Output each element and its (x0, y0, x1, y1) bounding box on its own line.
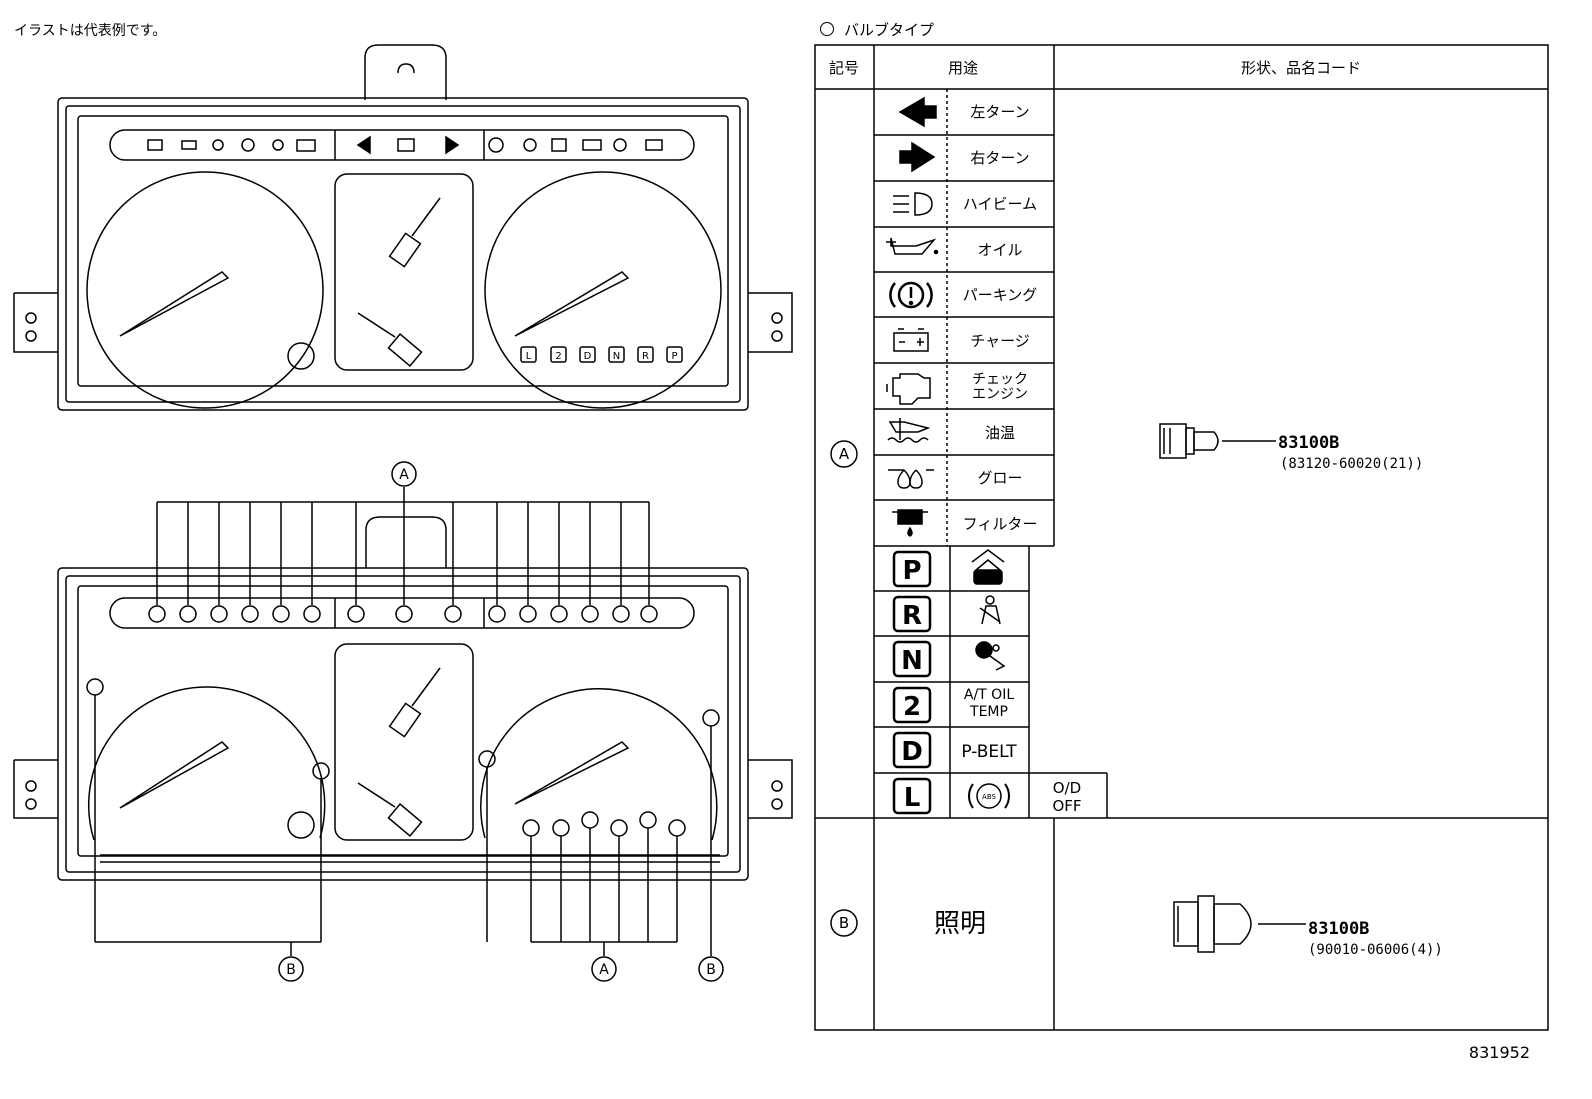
illustration-note: イラストは代表例です。 (14, 23, 167, 39)
callout-b-right: B (706, 962, 716, 978)
right-turn-icon (899, 141, 936, 173)
usage-illumination: 照明 (934, 909, 986, 939)
gear-letter-top: P (671, 351, 677, 362)
abs-icon (968, 783, 1010, 809)
gear-r: R (902, 601, 922, 631)
bulb-type-table: 記号 用途 形状、品名コード A B 左ターン 右ターン ハイビーム オイル パ… (814, 44, 1549, 1031)
parking-brake-icon (889, 281, 933, 309)
p-belt-label: P-BELT (961, 742, 1017, 762)
usage-right-turn: 右ターン (970, 149, 1029, 167)
gear-l: L (904, 783, 921, 813)
gear-letter-top: 2 (555, 351, 561, 362)
bulb-type-label: バルブタイプ (844, 21, 935, 39)
at-oil-temp-line2: TEMP (969, 704, 1008, 720)
bulb-a-icon (1159, 423, 1276, 459)
glow-icon (888, 469, 934, 489)
bulb-type-title: バルブタイプ (820, 19, 934, 40)
fuel-filter-icon (892, 509, 928, 537)
oil-icon (886, 237, 939, 255)
door-ajar-icon (971, 549, 1005, 585)
bulb-a-code: 83100B (1278, 433, 1339, 453)
usage-filter: フィルター (963, 515, 1038, 533)
callout-a-bottom: A (599, 962, 609, 978)
extra-icons (968, 549, 1010, 809)
high-beam-icon (893, 192, 933, 216)
gear-n: N (901, 646, 923, 676)
gear-letter-top: R (642, 351, 649, 362)
usage-glow: グロー (977, 469, 1022, 487)
bulb-a-subcode: (83120-60020(21)) (1280, 456, 1423, 472)
seatbelt-icon (979, 595, 1001, 625)
header-shape-code: 形状、品名コード (1241, 59, 1361, 77)
gear-d: D (901, 737, 923, 767)
at-oil-temp-line1: A/T OIL (964, 687, 1014, 703)
row-symbol-a: A (839, 445, 850, 463)
charge-icon (893, 328, 929, 352)
header-symbol: 記号 (829, 59, 859, 77)
gear-letter-top: D (584, 351, 592, 362)
sockets-illumination (86, 678, 724, 982)
gear-boxes-top (520, 346, 683, 363)
usage-parking: パーキング (963, 286, 1038, 304)
usage-check-engine: チェックエンジン (972, 371, 1028, 402)
cluster-top (13, 44, 793, 411)
row-symbol-b: B (839, 914, 849, 932)
bulb-b-code: 83100B (1308, 919, 1369, 939)
od-off-line2: OFF (1052, 797, 1081, 815)
check-engine-icon (886, 373, 931, 405)
bulb-b-subcode: (90010-06006(4)) (1308, 942, 1443, 958)
bulb-b-icon (1173, 895, 1306, 953)
figure-number: 831952 (1468, 1043, 1530, 1062)
sockets-gear (522, 811, 686, 982)
gear-letter-boxes (892, 550, 932, 815)
sockets-top-row (148, 461, 658, 623)
usage-oil: オイル (977, 241, 1022, 259)
cluster-diagram: L 2 D N R P (13, 44, 793, 982)
usage-icons (886, 96, 939, 537)
usage-high-beam: ハイビーム (963, 195, 1037, 213)
gear-letter-top: N (613, 351, 620, 362)
cluster-bottom (13, 516, 793, 881)
circle-icon (820, 22, 834, 36)
callout-b-left: B (286, 962, 296, 978)
usage-grid (874, 89, 1108, 818)
gear-letter-top: L (526, 351, 532, 362)
callout-a-top: A (399, 467, 409, 483)
od-off-line1: O/D (1053, 779, 1081, 797)
gear-2: 2 (903, 692, 921, 722)
usage-charge: チャージ (970, 332, 1030, 350)
usage-oil-temp: 油温 (985, 424, 1015, 442)
gear-p: P (902, 556, 921, 586)
airbag-icon (975, 641, 1006, 671)
oil-temperature-icon (887, 418, 931, 443)
left-turn-icon (898, 96, 937, 128)
header-usage: 用途 (948, 59, 978, 77)
usage-left-turn: 左ターン (970, 103, 1029, 121)
abs-icon-text: ABS (982, 793, 996, 801)
